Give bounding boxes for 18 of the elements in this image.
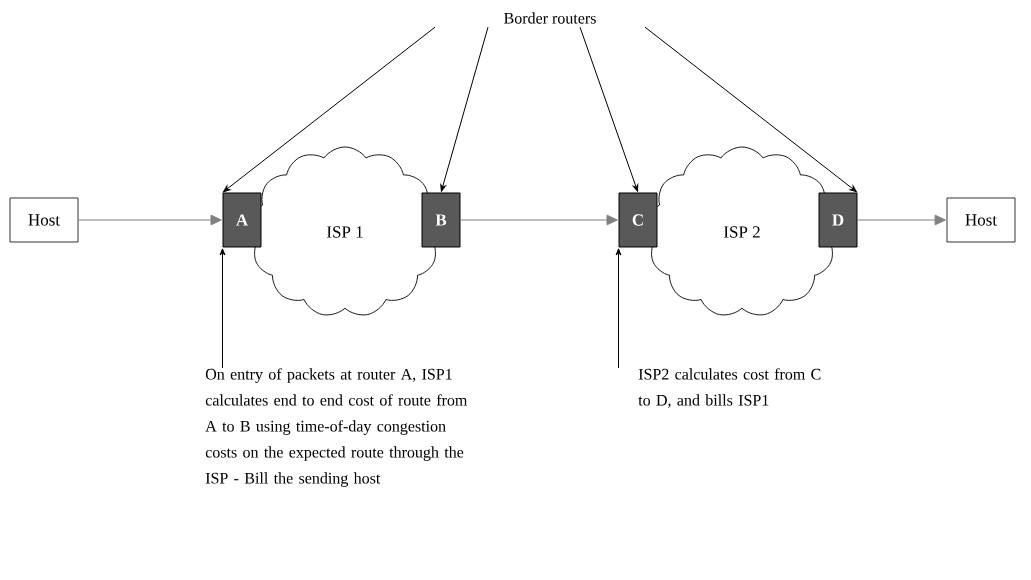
arrow bbox=[579, 26, 639, 192]
arrow bbox=[460, 214, 618, 226]
note-text: On entry of packets at router A, ISP1 calculates end to end cost of route from A to B using time-of-day congestion costs on the expected route through the ISP - Bill the sending host bbox=[205, 368, 468, 487]
arrow bbox=[440, 26, 489, 192]
arrow bbox=[219, 248, 226, 369]
router-box: B bbox=[421, 192, 461, 248]
arrow bbox=[857, 214, 946, 226]
arrow bbox=[615, 248, 622, 369]
router-box: D bbox=[818, 192, 858, 248]
note-text: ISP2 calculates cost from C to D, and bills ISP1 bbox=[638, 368, 821, 408]
arrow bbox=[644, 26, 857, 193]
router-box: A bbox=[222, 192, 262, 248]
arrow bbox=[223, 26, 436, 193]
heading-text: Border routers bbox=[504, 12, 596, 24]
host-box: Host bbox=[946, 197, 1016, 243]
router-box: C bbox=[618, 192, 658, 248]
host-box: Host bbox=[9, 197, 79, 243]
arrow bbox=[77, 214, 222, 226]
